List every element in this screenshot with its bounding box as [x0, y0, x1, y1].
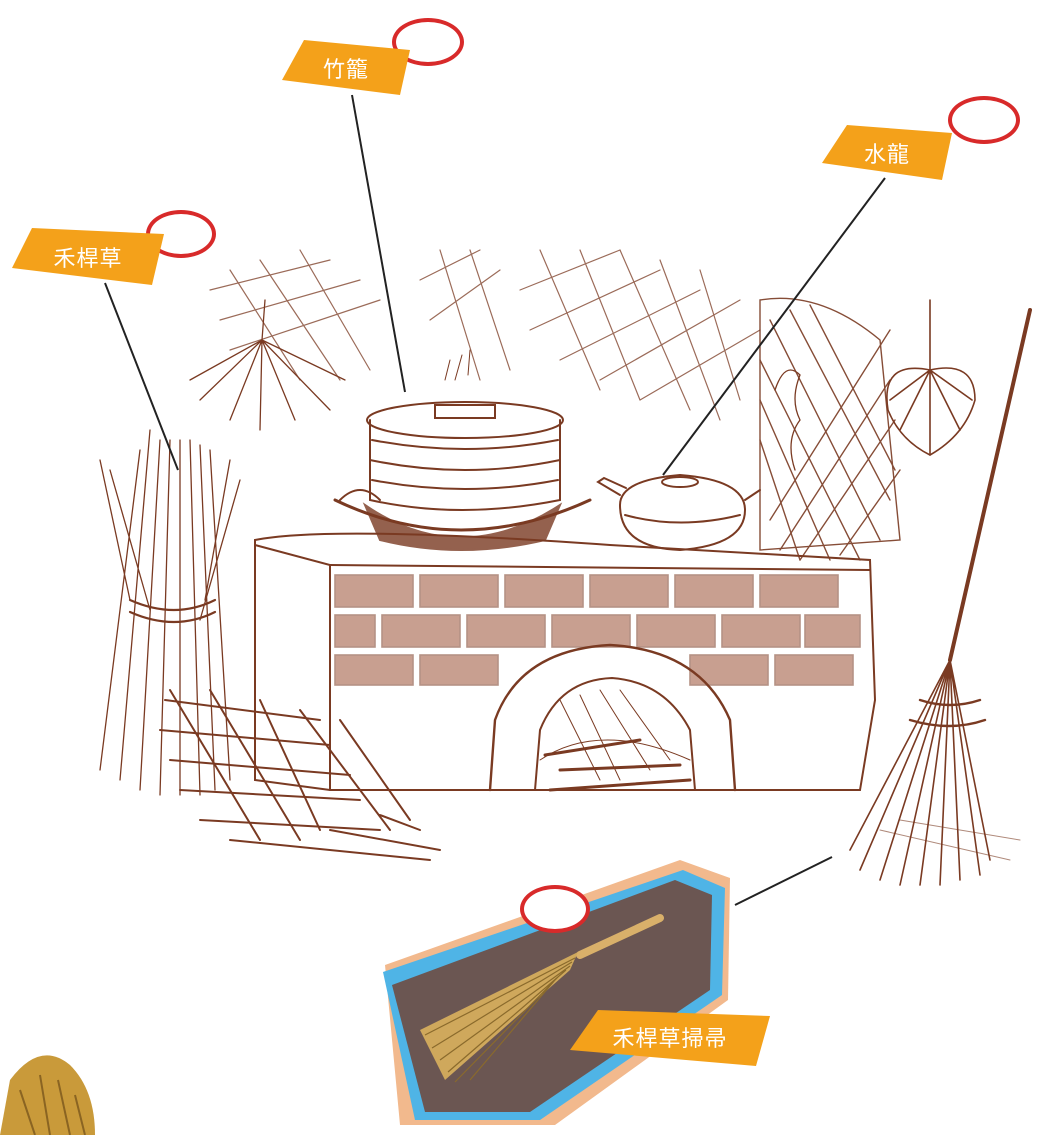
firewood-pile — [160, 690, 440, 860]
answer-circle-water-kettle[interactable] — [948, 96, 1020, 144]
wall-broom — [850, 310, 1030, 885]
kettle — [598, 370, 800, 550]
wall-dark-right — [760, 298, 900, 560]
wheat-sheaf-corner — [0, 1055, 95, 1135]
tag-straw-broom: 禾桿草掃帚 — [570, 1008, 770, 1066]
tag-water-kettle-label: 水龍 — [864, 137, 910, 169]
wok-and-steamer — [335, 350, 590, 550]
brick-stove — [255, 534, 875, 790]
tag-bamboo-steamer: 竹籠 — [282, 40, 410, 95]
ground-shading — [880, 820, 1020, 860]
straw-bundle — [100, 430, 240, 795]
tag-straw: 禾桿草 — [12, 228, 164, 285]
tag-straw-label: 禾桿草 — [53, 241, 122, 273]
wall-hatching — [210, 250, 760, 420]
tag-water-kettle: 水龍 — [822, 125, 952, 180]
leader-lines — [105, 95, 885, 905]
hand-fan — [887, 300, 975, 455]
answer-circle-straw-broom[interactable] — [520, 885, 590, 933]
tag-straw-broom-label: 禾桿草掃帚 — [612, 1021, 727, 1053]
tag-bamboo-steamer-label: 竹籠 — [323, 52, 369, 84]
